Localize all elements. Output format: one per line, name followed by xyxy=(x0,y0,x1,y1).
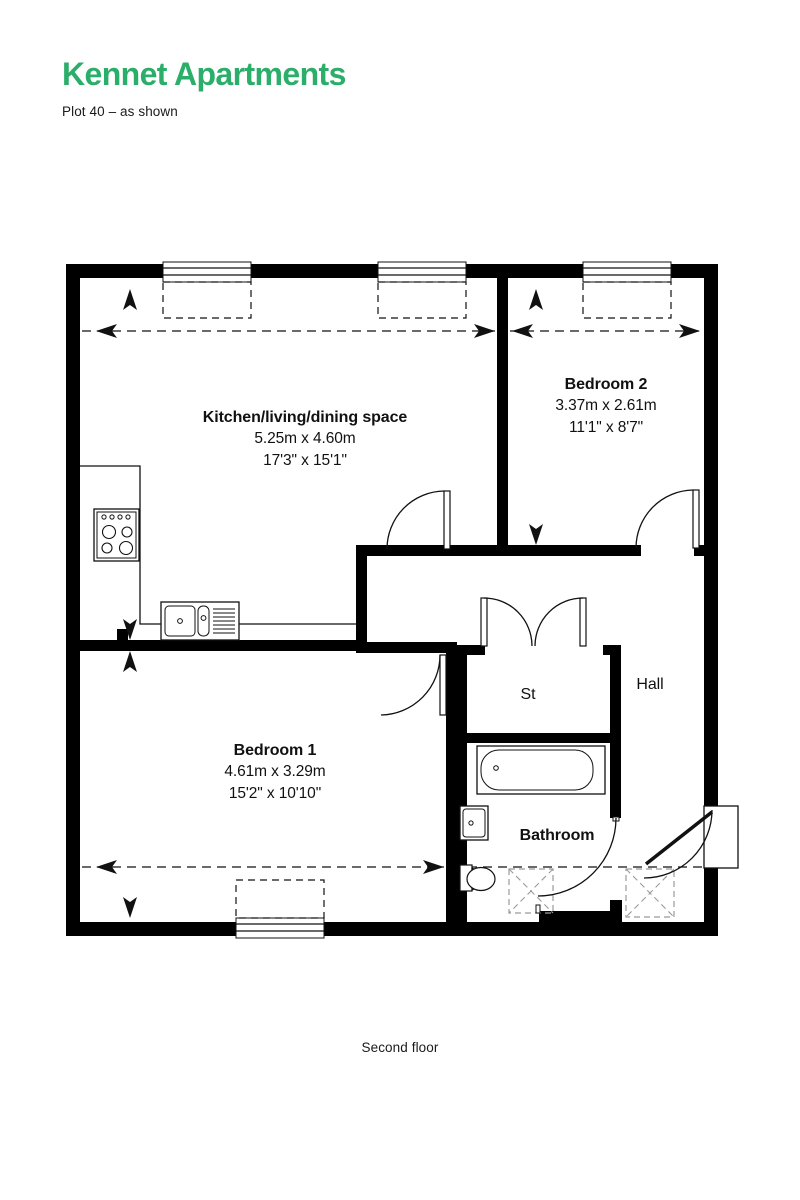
room-label-store: St xyxy=(478,685,578,705)
room-dim-metric-bedroom2: 3.37m x 2.61m xyxy=(555,397,657,414)
room-dim-imperial-bedroom1: 15'2" x 10'10" xyxy=(228,785,322,802)
door-store-right xyxy=(534,597,587,647)
room-label-kitchen: Kitchen/living/dining space 5.25m x 4.60… xyxy=(100,408,510,472)
door-store-left xyxy=(480,597,533,647)
room-label-bedroom1: Bedroom 1 4.61m x 3.29m 15'2" x 10'10" xyxy=(80,741,470,805)
door-bedroom2 xyxy=(635,489,700,549)
toilet xyxy=(459,864,496,892)
kitchen-sink-with-drainer xyxy=(160,601,240,641)
plan-subtitle: Plot 40 – as shown xyxy=(62,104,178,119)
room-name-store: St xyxy=(520,686,536,703)
room-name-kitchen: Kitchen/living/dining space xyxy=(202,409,408,426)
window-bedroom2 xyxy=(582,261,672,319)
clearance-zones xyxy=(508,868,675,918)
room-label-hall: Hall xyxy=(600,675,700,695)
floor-caption: Second floor xyxy=(361,1040,439,1055)
room-dim-metric-bedroom1: 4.61m x 3.29m xyxy=(224,763,326,780)
room-dim-metric-kitchen: 5.25m x 4.60m xyxy=(254,430,356,447)
room-dim-imperial-kitchen: 17'3" x 15'1" xyxy=(263,452,347,469)
door-bedroom1 xyxy=(380,654,447,716)
room-name-hall: Hall xyxy=(636,676,664,693)
room-name-bathroom: Bathroom xyxy=(519,827,595,844)
room-name-bedroom1: Bedroom 1 xyxy=(233,742,317,759)
window-kitchen-left xyxy=(162,261,252,319)
room-name-bedroom2: Bedroom 2 xyxy=(564,376,648,393)
cooker-hob xyxy=(93,508,140,562)
bath xyxy=(476,745,606,795)
room-label-bathroom: Bathroom xyxy=(462,826,652,846)
room-label-bedroom2: Bedroom 2 3.37m x 2.61m 11'1" x 8'7" xyxy=(506,375,706,439)
window-bedroom1 xyxy=(235,879,325,939)
page-title: Kennet Apartments xyxy=(62,56,346,92)
kitchen-worktop xyxy=(80,465,356,625)
room-dim-imperial-bedroom2: 11'1" x 8'7" xyxy=(568,419,644,436)
door-kitchen-to-hall xyxy=(386,490,451,550)
front-door xyxy=(643,805,739,879)
plan-header: Kennet Apartments Plot 40 – as shown xyxy=(62,55,702,121)
window-kitchen-right xyxy=(377,261,467,319)
